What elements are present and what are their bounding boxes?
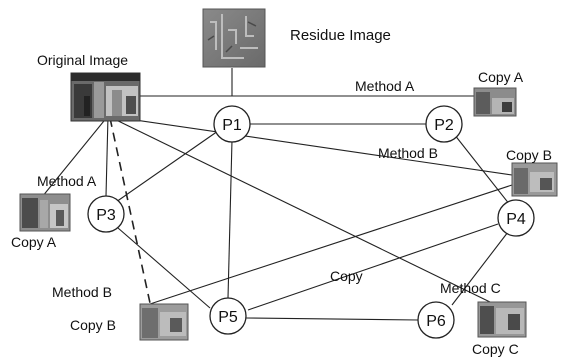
original-image: [70, 72, 141, 122]
edge-original-copy-c: [107, 115, 491, 303]
edge-original-copy-b-bottom-dashed: [109, 117, 151, 304]
edge-p1-p5: [227, 139, 233, 299]
method-a-top-label: Method A: [355, 78, 415, 94]
edge-original-copy-b-right: [107, 115, 513, 176]
node-p4-label: P4: [506, 211, 526, 228]
node-p6-label: P6: [426, 313, 446, 330]
original-image-label: Original Image: [37, 52, 128, 68]
copy-b-right-image: [511, 162, 558, 197]
edge-p5-p6: [245, 317, 419, 321]
edge-p4-p5: [247, 223, 499, 311]
node-p1: P1: [213, 105, 251, 143]
copy-b-right-label: Copy B: [506, 147, 552, 163]
node-p2: P2: [425, 105, 463, 143]
edge-p4-p6: [451, 231, 509, 306]
node-p5: P5: [209, 297, 247, 335]
node-p3: P3: [87, 195, 125, 233]
residue-image: [202, 8, 266, 68]
edge-copy-b-right-copy-b-bottom: [149, 184, 513, 305]
edge-p1-p3: [115, 130, 219, 203]
method-c-label: Method C: [440, 280, 501, 296]
edge-p3-p5: [117, 227, 211, 309]
method-b-left-label: Method B: [52, 284, 112, 300]
copy-a-top-image: [473, 87, 517, 117]
method-b-right-label: Method B: [378, 145, 438, 161]
residue-image-label: Residue Image: [290, 27, 391, 44]
node-p6: P6: [417, 301, 455, 339]
node-p4: P4: [497, 199, 535, 237]
copy-c-image: [477, 301, 527, 338]
copy-a-top-label: Copy A: [478, 69, 524, 85]
edge-p2-p4: [453, 133, 511, 206]
node-p5-label: P5: [218, 309, 238, 326]
copy-b-bottom-label: Copy B: [70, 317, 116, 333]
edge-original-p3: [105, 115, 109, 197]
node-p1-label: P1: [222, 117, 242, 134]
edges: [41, 68, 513, 321]
node-p3-label: P3: [96, 207, 116, 224]
copy-b-bottom-image: [139, 303, 189, 341]
copy-a-left-image: [19, 193, 71, 232]
copy-a-left-label: Copy A: [11, 234, 57, 250]
node-p2-label: P2: [434, 117, 454, 134]
copy-c-label: Copy C: [472, 341, 519, 357]
method-a-left-label: Method A: [37, 173, 97, 189]
edge-original-copy-a-left: [41, 115, 109, 198]
copy-edge-label: Copy: [330, 268, 363, 284]
